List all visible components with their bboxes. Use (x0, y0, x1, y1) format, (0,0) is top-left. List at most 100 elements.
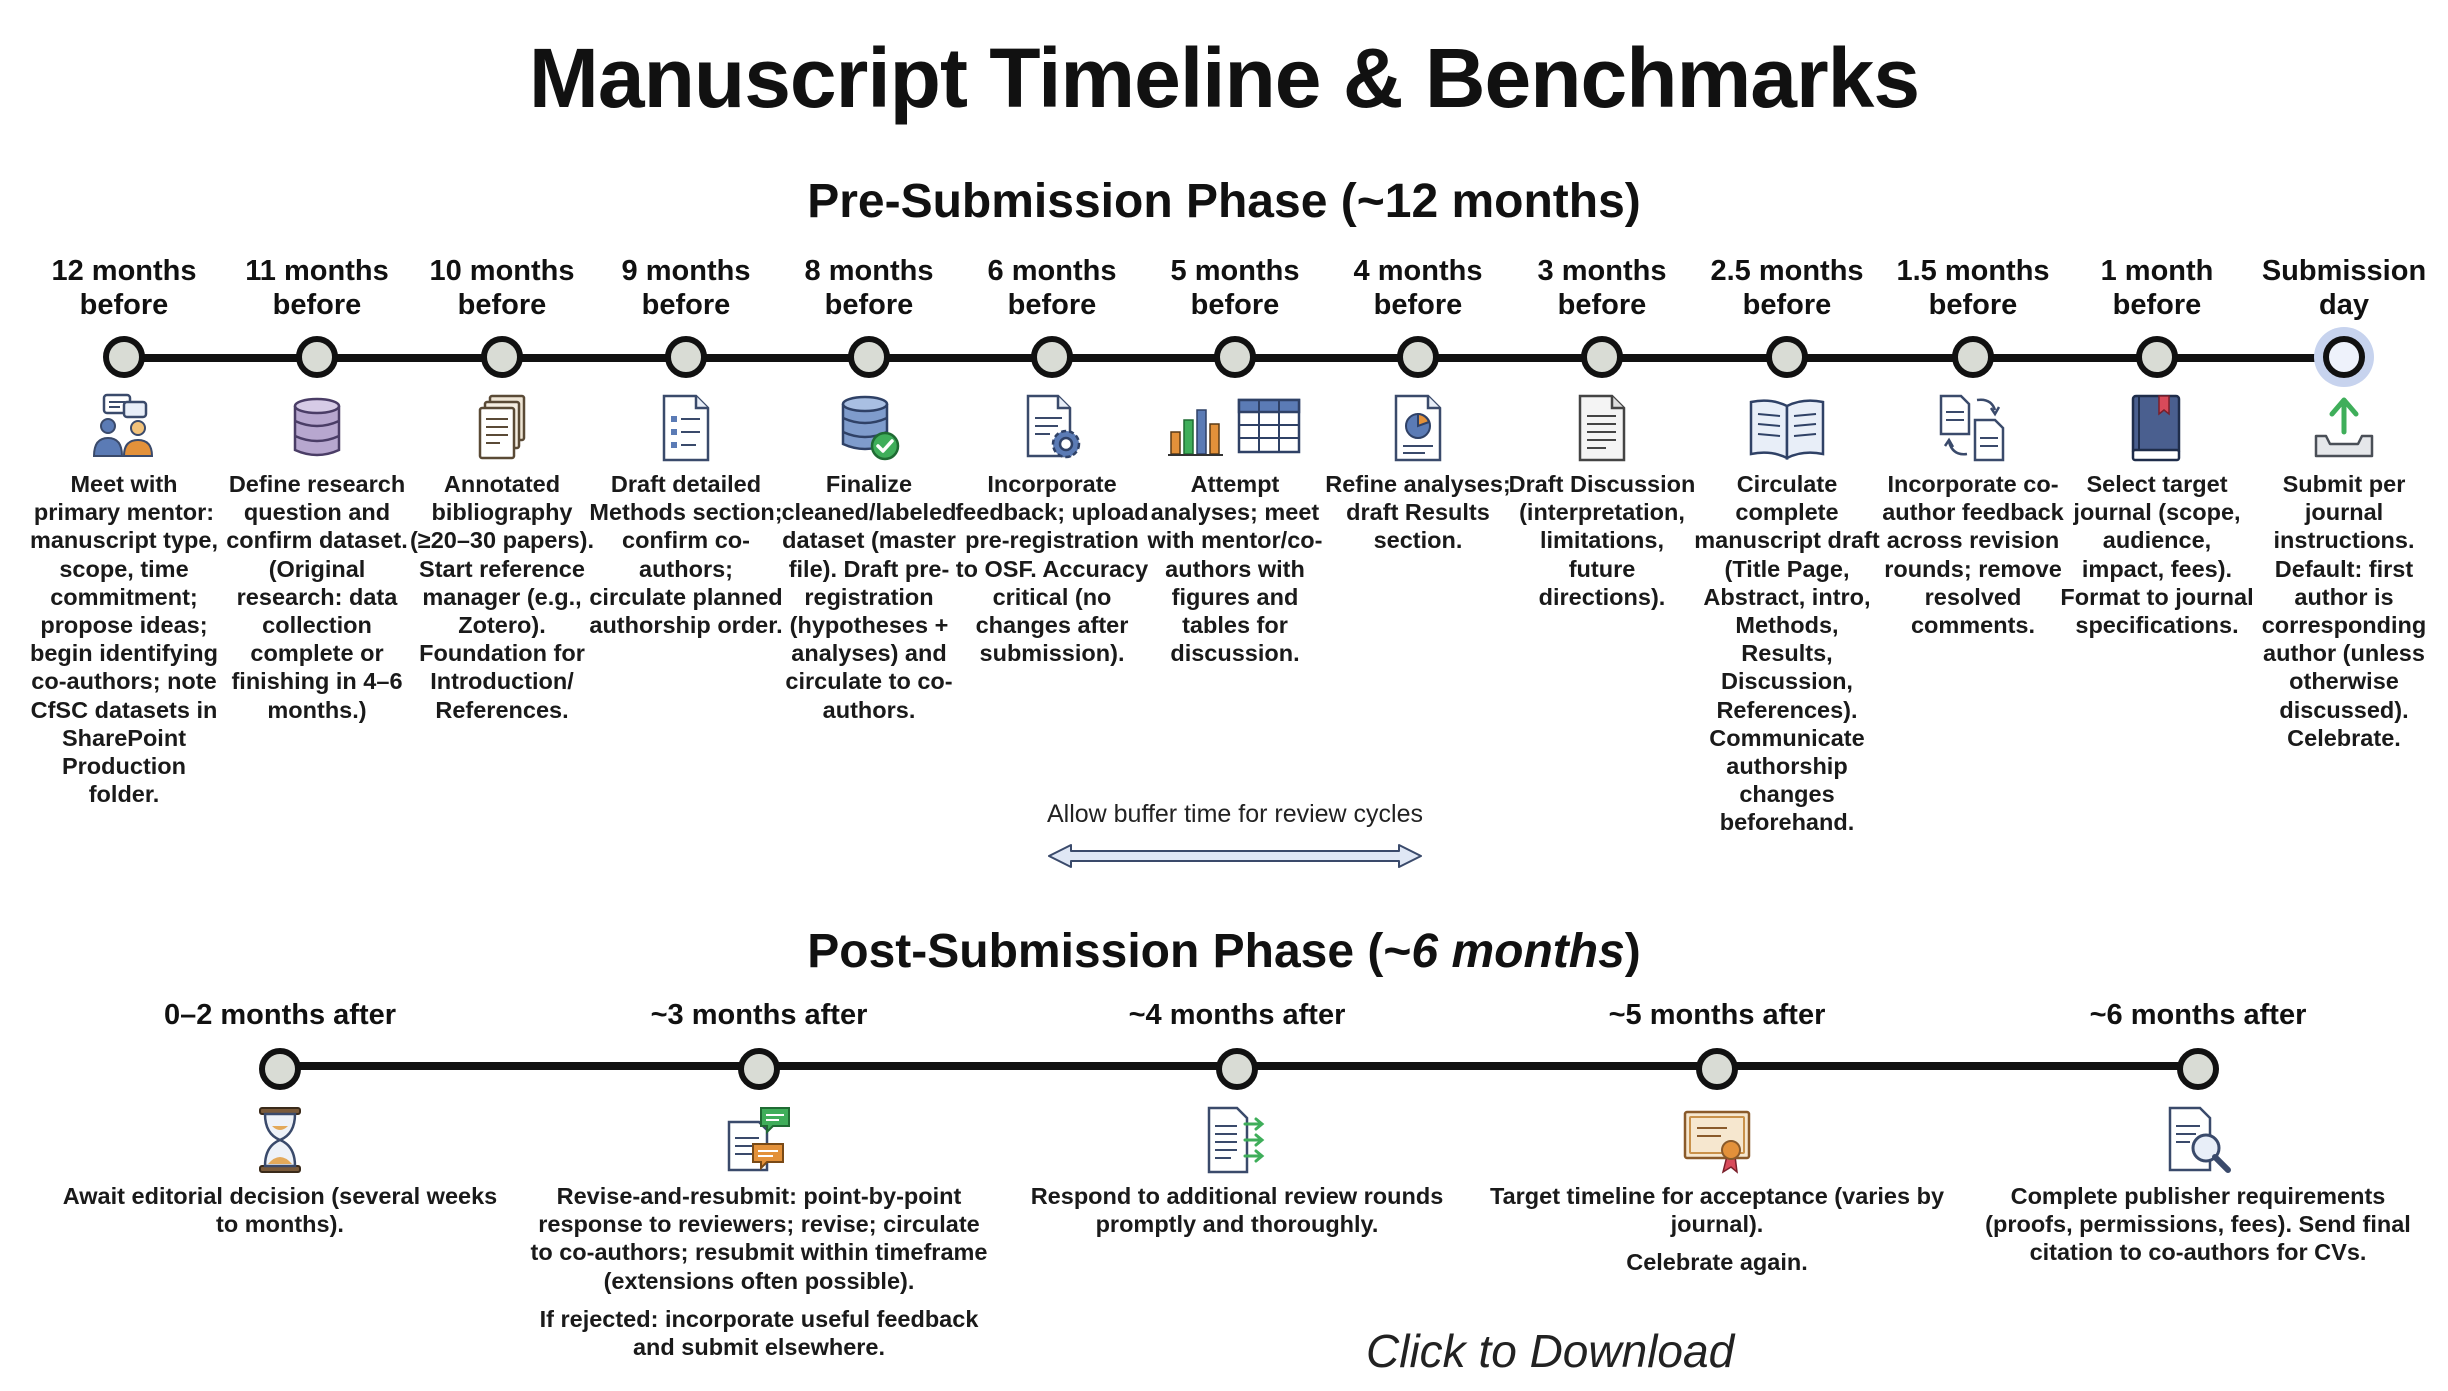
milestone-label: 12 months before (51, 255, 197, 321)
milestone-description: Refine analyses; draft Results section. (1325, 471, 1511, 554)
milestone-description-sub: If rejected: incorporate useful feedback… (539, 1305, 979, 1361)
papers-stack-icon (466, 392, 538, 464)
download-link[interactable]: Click to Download (1366, 1325, 1735, 1377)
post-milestone-0-2-months: 0–2 months after Await editorial decisio… (50, 998, 510, 1238)
timeline-node (1216, 1048, 1258, 1090)
speech-bubbles-document-icon (723, 1104, 795, 1176)
post-title-em: 6 months (1411, 925, 1625, 978)
pre-milestone-2-5-months: 2.5 months before Circulate complete man… (1687, 254, 1887, 837)
pre-milestone-9-months: 9 months before Draft detailed Methods s… (586, 254, 786, 639)
milestone-label: 1 month before (2100, 255, 2214, 321)
timeline-node (1766, 336, 1808, 378)
pre-milestone-1-month: 1 month before Select target journal (sc… (2057, 254, 2257, 639)
milestone-label: 3 months before (1537, 255, 1667, 321)
milestone-label: 1.5 months before (1896, 255, 2050, 321)
milestone-label: 8 months before (804, 255, 934, 321)
post-phase-title: Post-Submission Phase (~6 months) (0, 924, 2448, 980)
timeline-node (665, 336, 707, 378)
timeline-node (1696, 1048, 1738, 1090)
milestone-description: Define research question and confirm dat… (226, 471, 408, 723)
timeline-node (1214, 336, 1256, 378)
milestone-label: 9 months before (621, 255, 751, 321)
milestone-label: ~4 months after (1128, 999, 1346, 1031)
timeline-node (481, 336, 523, 378)
checklist-document-icon (650, 392, 722, 464)
milestone-description: Complete publisher requirements (proofs,… (1968, 1182, 2428, 1267)
milestone-label: 6 months before (987, 255, 1117, 321)
main-title: Manuscript Timeline & Benchmarks (528, 31, 1920, 125)
milestone-description: Draft detailed Methods section; confirm … (589, 471, 783, 639)
milestone-label: 5 months before (1170, 255, 1300, 321)
pre-milestone-4-months: 4 months before Refine analyses; draft R… (1318, 254, 1518, 555)
milestone-label: ~3 months after (650, 999, 868, 1031)
milestone-description: Annotated bibliography (≥20–30 papers). … (409, 471, 595, 723)
milestone-label: ~5 months after (1608, 999, 1826, 1031)
pre-milestone-5-months: 5 months before Attempt analyses; meet w… (1135, 254, 1335, 667)
document-magnifier-icon (2162, 1104, 2234, 1176)
milestone-label: 2.5 months before (1710, 255, 1864, 321)
timeline-node (2136, 336, 2178, 378)
timeline-node (1031, 336, 1073, 378)
milestone-description: Attempt analyses; meet with mentor/co-au… (1147, 471, 1323, 667)
hourglass-icon (244, 1104, 316, 1176)
pre-milestone-11-months: 11 months before Define research questio… (217, 254, 417, 724)
timeline-node (1397, 336, 1439, 378)
milestone-description-text: Complete publisher requirements (proofs,… (1985, 1183, 2411, 1266)
document-exchange-icon (1937, 392, 2009, 464)
timeline-node (296, 336, 338, 378)
pre-milestone-6-months: 6 months before Incorporate feedback; up… (952, 254, 1152, 667)
document-lines-icon (1566, 392, 1638, 464)
milestone-description-text: Respond to additional review rounds prom… (1030, 1183, 1444, 1238)
upload-tray-icon (2308, 392, 2380, 464)
timeline-node (2177, 1048, 2219, 1090)
pre-phase-title: Pre-Submission Phase (~12 months) (807, 175, 1641, 228)
milestone-description: Meet with primary mentor: manuscript typ… (29, 471, 219, 808)
post-title-main: Post-Submission Phase (~ (807, 925, 1412, 978)
chart-table-icon (1165, 392, 1305, 464)
database-check-icon (833, 392, 905, 464)
milestone-label: ~6 months after (2089, 999, 2307, 1031)
double-arrow-icon (1048, 844, 1422, 868)
document-arrows-icon (1201, 1104, 1273, 1176)
milestone-description: Draft Discussion (interpretation, limita… (1508, 471, 1696, 610)
milestone-label: 0–2 months after (163, 999, 397, 1031)
timeline-node (738, 1048, 780, 1090)
timeline-node (1952, 336, 1994, 378)
post-milestone-3-months: ~3 months after Revise-and-resubmit: poi… (529, 998, 989, 1361)
timeline-node (103, 336, 145, 378)
milestone-description: Await editorial decision (several weeks … (50, 1182, 510, 1238)
pre-milestone-12-months: 12 months before Meet with primary mento… (24, 254, 224, 808)
post-milestone-6-months: ~6 months after Complete publisher requi… (1968, 998, 2428, 1267)
pre-milestone-1-5-months: 1.5 months before Incorporate co-author … (1873, 254, 2073, 639)
milestone-description: Incorporate co-author feedback across re… (1882, 471, 2064, 639)
milestone-description: Submit per journal instructions. Default… (2261, 471, 2427, 751)
meeting-people-icon (88, 392, 160, 464)
document-pie-chart-icon (1382, 392, 1454, 464)
milestone-label: 11 months before (245, 255, 389, 321)
pre-milestone-3-months: 3 months before Draft Discussion (interp… (1502, 254, 1702, 611)
milestone-description: Target timeline for acceptance (varies b… (1487, 1182, 1947, 1277)
timeline-node (259, 1048, 301, 1090)
milestone-label: 10 months before (429, 255, 575, 321)
buffer-note-text: Allow buffer time for review cycles (1046, 800, 1424, 828)
pre-milestone-10-months: 10 months before Annotated bibliography … (402, 254, 602, 724)
milestone-description-sub: Celebrate again. (1626, 1249, 1808, 1276)
milestone-description: Incorporate feedback; upload pre-registr… (955, 471, 1149, 667)
milestone-label: Submission day (2261, 255, 2427, 321)
timeline-node-final (2323, 336, 2365, 378)
milestone-description-text: Await editorial decision (several weeks … (62, 1183, 498, 1238)
post-milestone-5-months: ~5 months after Target timeline for acce… (1487, 998, 1947, 1277)
buffer-note: Allow buffer time for review cycles (1030, 800, 1440, 871)
database-icon (281, 392, 353, 464)
journal-book-icon (2121, 392, 2193, 464)
timeline-node (1581, 336, 1623, 378)
certificate-icon (1681, 1104, 1753, 1176)
milestone-description: Revise-and-resubmit: point-by-point resp… (529, 1182, 989, 1361)
post-milestone-4-months: ~4 months after Respond to additional re… (1007, 998, 1467, 1238)
milestone-label: 4 months before (1353, 255, 1483, 321)
milestone-description-text: Revise-and-resubmit: point-by-point resp… (530, 1183, 988, 1294)
pre-milestone-submission-day: Submission day Submit per journal instru… (2244, 254, 2444, 752)
post-title-end: ) (1624, 925, 1641, 978)
timeline-node (848, 336, 890, 378)
open-book-icon (1747, 392, 1827, 464)
